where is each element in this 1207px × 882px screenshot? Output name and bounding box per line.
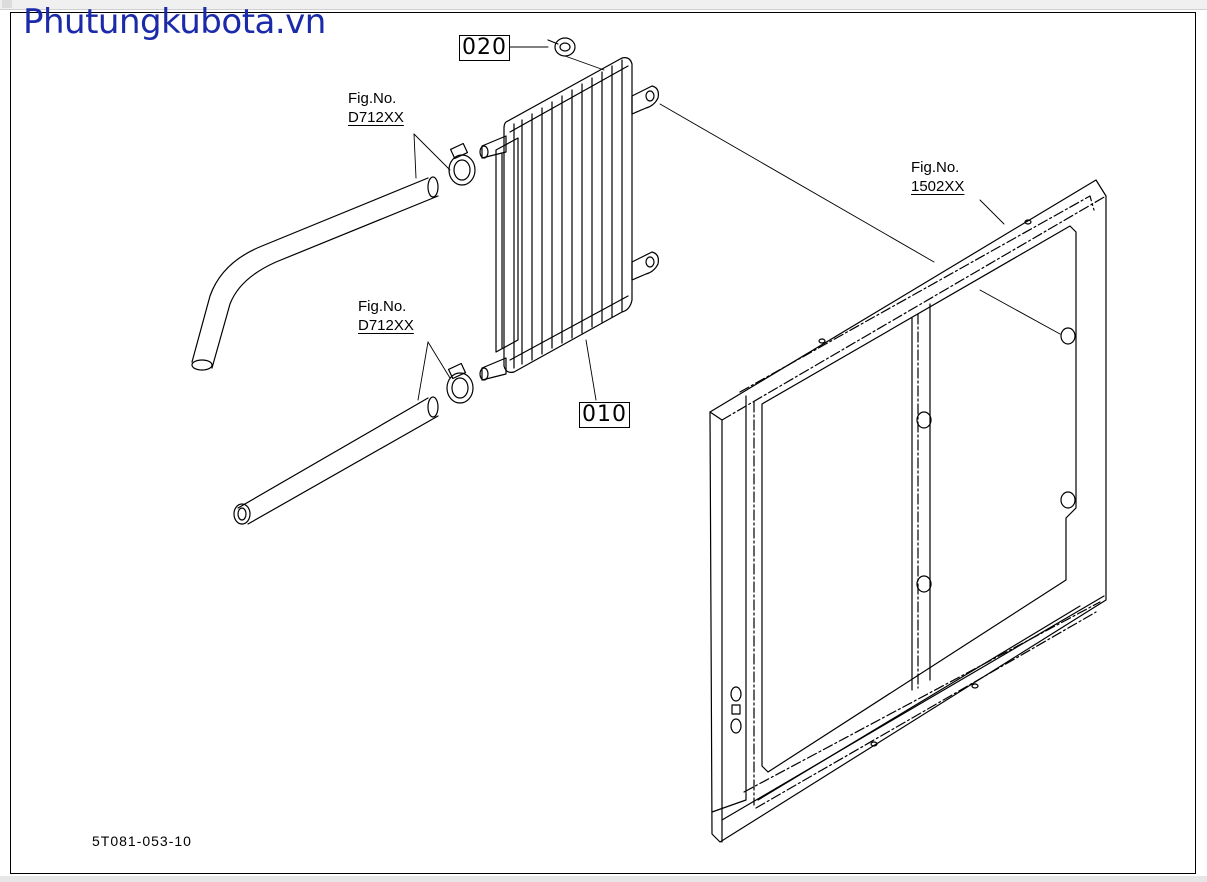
oil-cooler-drawing	[480, 58, 658, 380]
window-bottom-bar	[0, 876, 1207, 882]
nut-drawing	[548, 38, 575, 56]
radiator-frame-drawing	[710, 180, 1106, 842]
fig-ref-frame[interactable]: Fig.No. 1502XX	[911, 158, 964, 196]
fig-ref-number: 1502XX	[911, 178, 965, 195]
diagram-code: 5T081-053-10	[92, 833, 192, 849]
part-label-020[interactable]: 020	[459, 35, 510, 61]
window-top-bar	[0, 0, 1207, 10]
fig-ref-number: D712XX	[358, 317, 414, 334]
window-icon	[2, 0, 12, 8]
fig-ref-label: Fig.No.	[348, 90, 397, 107]
watermark: Phutungkubota.vn	[23, 2, 326, 42]
part-label-010[interactable]: 010	[579, 402, 630, 428]
fig-ref-lower-hose[interactable]: Fig.No. D712XX	[358, 297, 414, 335]
fig-ref-label: Fig.No.	[358, 298, 407, 315]
diagram-frame	[10, 12, 1196, 874]
leader-lines	[414, 47, 1060, 400]
fig-ref-label: Fig.No.	[911, 159, 960, 176]
hose-clamp-drawing	[447, 144, 475, 403]
fig-ref-number: D712XX	[348, 109, 404, 126]
fig-ref-upper-hose[interactable]: Fig.No. D712XX	[348, 89, 404, 127]
hose-drawing	[192, 177, 438, 524]
